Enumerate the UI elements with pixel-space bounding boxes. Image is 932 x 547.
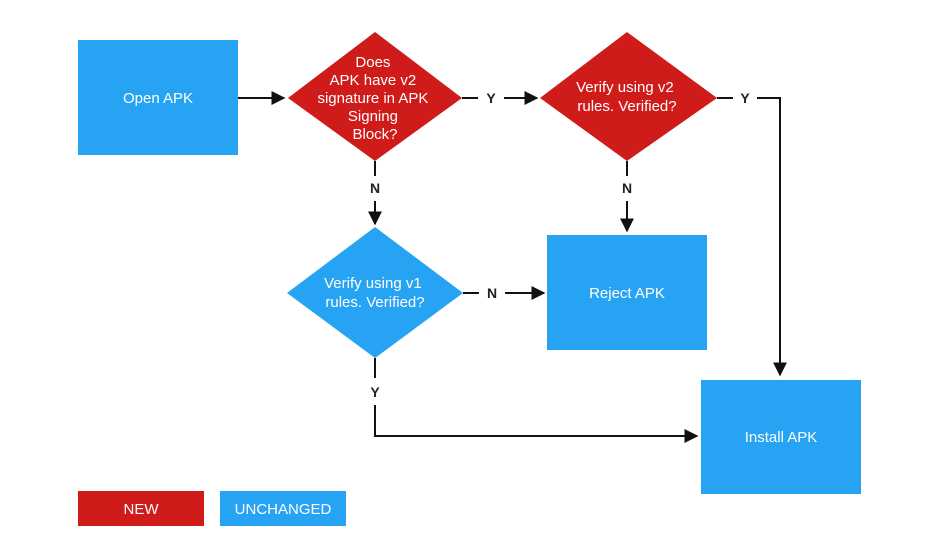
node-has-v2-line: APK have v2	[330, 72, 417, 89]
node-reject-apk-line: Reject APK	[589, 285, 665, 302]
legend-unchanged-swatch	[220, 491, 346, 526]
edge-label-v2-yes: Y	[740, 90, 750, 106]
node-install-apk-line: Install APK	[745, 429, 818, 446]
legend-unchanged-label: UNCHANGED	[235, 501, 332, 518]
node-verify-v1-line: rules. Verified?	[325, 294, 424, 311]
node-install-apk: Install APK	[701, 380, 861, 494]
node-reject-apk-shape	[547, 235, 707, 350]
edge-label-v1-yes: Y	[370, 384, 380, 400]
node-reject-apk-label: Reject APK	[589, 285, 665, 302]
node-verify-v2-line: Verify using v2	[576, 79, 674, 96]
node-open-apk-label: Open APK	[123, 90, 193, 107]
edge-label-has-v2-no: N	[370, 180, 380, 196]
legend-new: NEW	[78, 491, 204, 526]
legend-unchanged: UNCHANGED	[220, 491, 346, 526]
edge-label-has-v2-yes: Y	[486, 90, 496, 106]
legend-new-swatch	[78, 491, 204, 526]
edge-label-v2-no: N	[622, 180, 632, 196]
node-verify-v1-line: Verify using v1	[324, 275, 422, 292]
node-verify-v2-label: Verify using v2 rules. Verified?	[576, 79, 678, 115]
node-has-v2-line: Block?	[352, 126, 397, 143]
node-verify-v2-decision: Verify using v2 rules. Verified?	[540, 32, 717, 161]
node-open-apk: Open APK	[78, 40, 238, 155]
node-has-v2-line: Does	[355, 54, 390, 71]
edge-label-v1-no: N	[487, 285, 497, 301]
node-verify-v1-shape	[287, 227, 463, 358]
node-reject-apk: Reject APK	[547, 235, 707, 350]
node-verify-v2-line: rules. Verified?	[577, 98, 676, 115]
edge-v2-yes-b	[757, 97, 787, 377]
node-has-v2-line: Signing	[348, 108, 398, 125]
node-open-apk-shape	[78, 40, 238, 155]
node-verify-v2-shape	[540, 32, 717, 161]
node-has-v2-shape	[288, 32, 462, 161]
node-has-v2-line: signature in APK	[317, 90, 428, 107]
legend-new-label: NEW	[124, 501, 160, 518]
node-has-v2-decision: Does APK have v2 signature in APK Signin…	[288, 32, 462, 161]
node-verify-v1-decision: Verify using v1 rules. Verified?	[287, 227, 463, 358]
node-has-v2-label: Does APK have v2 signature in APK Signin…	[317, 54, 432, 143]
edge-v1-yes-b	[374, 405, 699, 443]
node-install-apk-label: Install APK	[745, 429, 818, 446]
node-install-apk-shape	[701, 380, 861, 494]
node-open-apk-line: Open APK	[123, 90, 193, 107]
node-verify-v1-label: Verify using v1 rules. Verified?	[324, 275, 426, 311]
legend: NEW UNCHANGED	[78, 491, 346, 526]
